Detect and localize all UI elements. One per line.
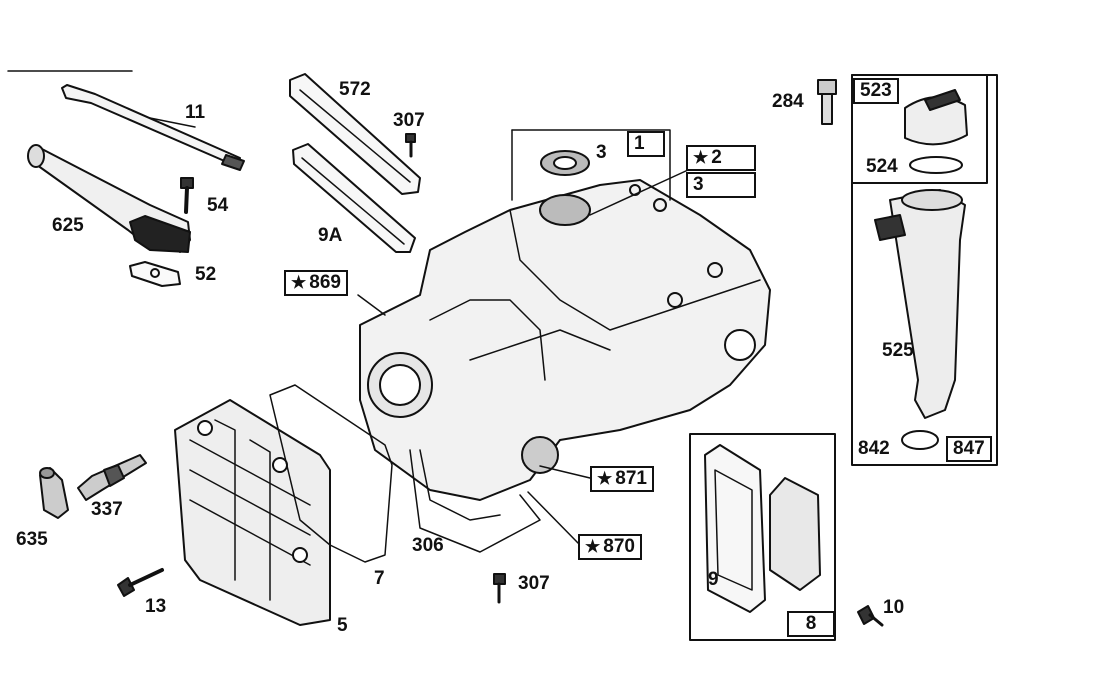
- oil-cap-part: [904, 89, 968, 174]
- part-label-3-seal: 3: [596, 142, 607, 163]
- part-label-13: 13: [145, 596, 167, 617]
- cover-gaskets-part: [289, 73, 421, 253]
- breather-group-box: [689, 433, 836, 641]
- fill-tube-part: [874, 189, 966, 450]
- head-gasket-part: [269, 384, 393, 563]
- base-gasket-part: [409, 449, 541, 553]
- part-label-8: 8: [787, 611, 835, 637]
- leader-line: [527, 491, 579, 544]
- part-label-284: 284: [772, 91, 804, 112]
- part-label-7: 7: [374, 568, 385, 589]
- leader-line: [357, 294, 386, 316]
- part-label-9: 9: [708, 569, 719, 590]
- part-label-10: 10: [883, 597, 905, 618]
- spark-plug-cap-part: [39, 467, 69, 519]
- bolt-part: [180, 177, 194, 214]
- part-label-625: 625: [52, 215, 84, 236]
- screw-part: [405, 133, 416, 158]
- part-label-2: 2: [686, 145, 756, 171]
- screw-part: [493, 573, 506, 604]
- leader-line: [589, 169, 689, 216]
- part-label-3-box: 3: [686, 172, 756, 198]
- part-label-635: 635: [16, 529, 48, 550]
- part-label-11: 11: [185, 102, 206, 123]
- part-label-572: 572: [339, 79, 371, 100]
- part-label-307-bottom: 307: [518, 573, 550, 594]
- leader-line: [149, 117, 196, 128]
- part-label-842: 842: [858, 438, 890, 459]
- part-label-5: 5: [337, 615, 348, 636]
- part-label-1: 1: [627, 131, 665, 157]
- leader-line: [539, 465, 591, 479]
- engine-block-part: [359, 179, 771, 521]
- part-label-306: 306: [412, 535, 444, 556]
- breather-part: [704, 444, 821, 613]
- spark-plug-part: [77, 454, 147, 501]
- leader-line: [511, 129, 671, 201]
- part-label-871: 871: [590, 466, 654, 492]
- gasket-part: [129, 261, 181, 287]
- part-label-523: 523: [853, 78, 899, 104]
- part-label-52: 52: [195, 264, 217, 285]
- dipstick-group-box: [851, 74, 998, 466]
- screw-part: [857, 605, 884, 627]
- cylinder-head-part: [174, 399, 331, 626]
- part-label-869: 869: [284, 270, 348, 296]
- part-label-9a: 9A: [318, 225, 343, 246]
- part-label-524: 524: [866, 156, 898, 177]
- part-label-870: 870: [578, 534, 642, 560]
- part-label-525: 525: [882, 340, 914, 361]
- dipstick-tube-part: [61, 84, 245, 171]
- part-label-847: 847: [946, 436, 992, 462]
- part-label-337: 337: [91, 499, 123, 520]
- part-label-307-top: 307: [393, 110, 425, 131]
- bolt-part: [117, 568, 164, 597]
- part-label-54: 54: [207, 195, 229, 216]
- breather-plug-part: [817, 79, 837, 125]
- breather-tube-part: [27, 144, 191, 253]
